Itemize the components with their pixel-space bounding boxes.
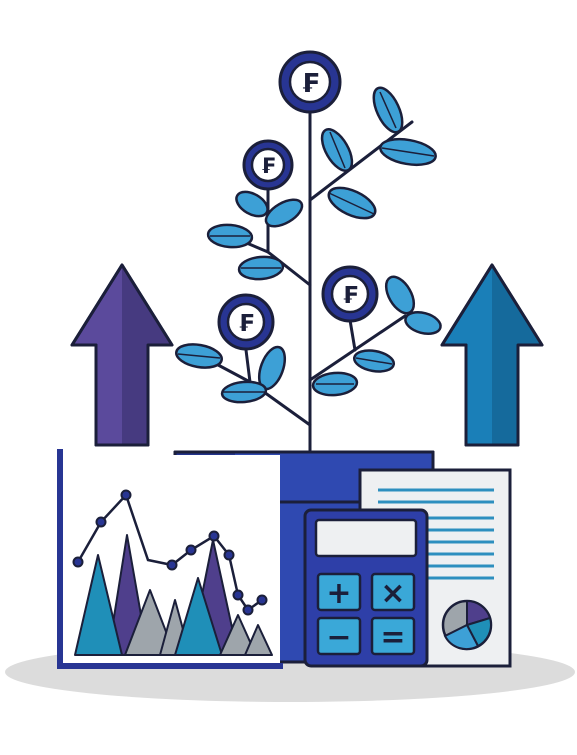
calculator-key-minus: − xyxy=(326,620,351,655)
franc-coin-icon: ₣ xyxy=(278,50,342,114)
up-arrow-blue-icon xyxy=(440,263,544,447)
calculator-key-multiply: × xyxy=(380,576,405,611)
chart-axes xyxy=(57,449,283,669)
document-lines xyxy=(378,488,494,580)
pie-chart-icon xyxy=(441,599,493,651)
coin-symbol: ₣ xyxy=(238,311,254,337)
calculator-display xyxy=(314,518,418,558)
franc-coin-icon: ₣ xyxy=(321,265,379,323)
calculator-key-equals: = xyxy=(380,620,405,655)
up-arrow-purple-icon xyxy=(70,263,174,447)
coin-symbol: ₣ xyxy=(261,154,276,178)
leaf-veins xyxy=(177,91,435,393)
coin-symbol: ₣ xyxy=(342,283,358,309)
franc-coin-icon: ₣ xyxy=(242,139,294,191)
franc-coin-icon: ₣ xyxy=(217,293,275,351)
mountain-chart xyxy=(57,449,283,669)
calculator-key-plus: + xyxy=(326,576,351,611)
calculator-icon: + × − = xyxy=(303,508,429,668)
coin-symbol: ₣ xyxy=(301,69,319,99)
